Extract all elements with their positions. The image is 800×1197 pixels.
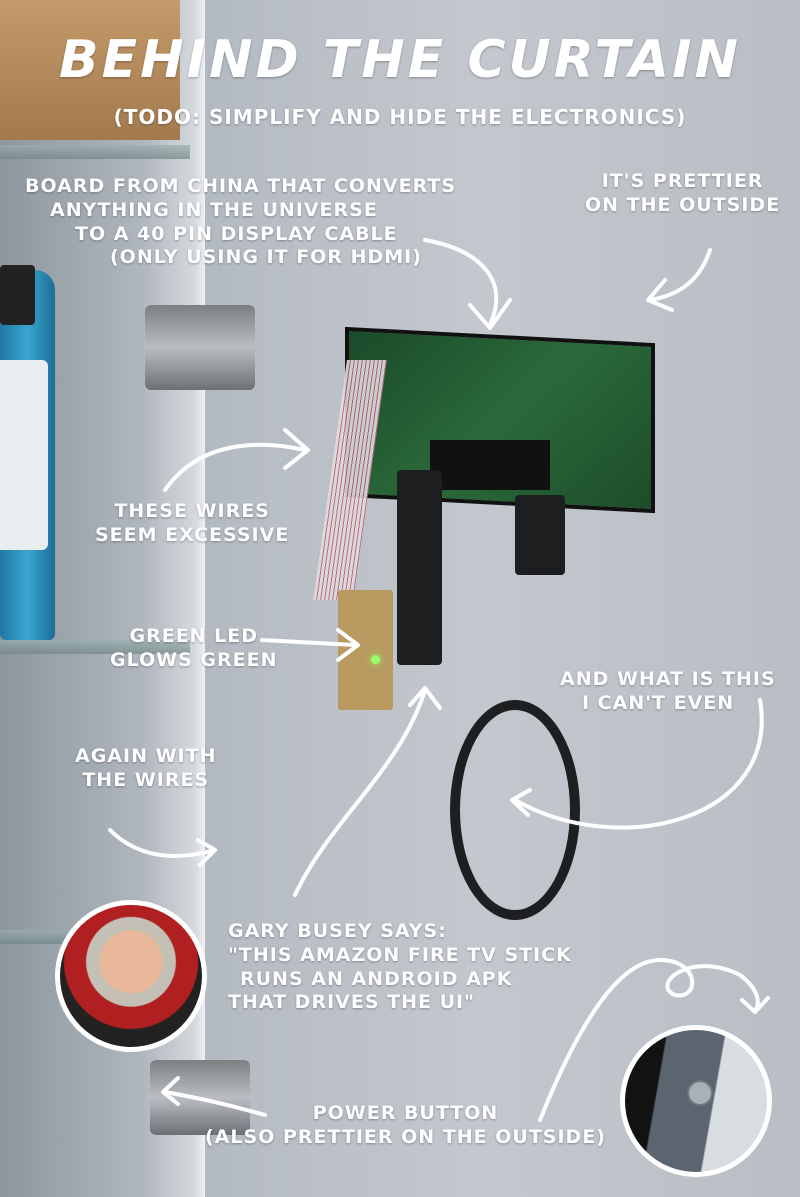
annotation-line: runs an Android APK — [240, 967, 513, 990]
annotation-led: Green LED glows green — [110, 625, 278, 673]
annotation-line: seem excessive — [95, 523, 290, 546]
annotation-prettier: It's prettier on the outside — [585, 170, 780, 218]
arrow-busey — [293, 686, 442, 897]
annotation-line: It's prettier — [601, 170, 764, 192]
glass-shelf — [0, 640, 190, 654]
annotation-again: Again with the wires — [75, 745, 216, 793]
arrow-wires — [163, 428, 310, 492]
annotation-line: I can't even — [582, 691, 735, 714]
annotation-line: Green LED — [129, 625, 259, 647]
bottle-cap — [0, 265, 35, 325]
arrow-again — [108, 828, 217, 867]
page-subtitle: (TODO: simplify and hide the electronics… — [113, 105, 687, 129]
annotation-busey: Gary Busey says: "This Amazon Fire TV st… — [228, 920, 572, 1015]
glass-shelf — [0, 145, 190, 159]
arrow-led — [260, 628, 360, 662]
annotation-line: (also prettier on the outside) — [205, 1125, 606, 1148]
annotation-what: And what is this I can't even — [560, 668, 776, 716]
power-button — [687, 1080, 713, 1106]
annotation-line: Again with — [75, 745, 217, 767]
av-ports — [430, 440, 550, 490]
annotation-line: the wires — [82, 768, 210, 791]
arrow-what — [510, 698, 764, 830]
page-title: Behind the Curtain — [58, 30, 742, 90]
green-led — [371, 655, 380, 664]
annotation-line: that drives the UI" — [228, 991, 475, 1014]
annotation-line: "This Amazon Fire TV stick — [228, 943, 572, 966]
fire-tv-stick — [397, 470, 442, 665]
cabinet-top-items — [0, 0, 180, 140]
annotation-board: Board from China that converts anything … — [25, 175, 456, 270]
annotation-line: Gary Busey says: — [228, 920, 447, 942]
led-board — [338, 590, 393, 710]
annotation-line: (only using it for HDMI) — [110, 246, 422, 269]
cabinet-hinge — [145, 305, 255, 390]
bottle-label — [0, 360, 48, 550]
annotation-line: to a 40 pin display cable — [75, 222, 398, 245]
cable-coil — [450, 700, 580, 920]
arrow-board — [423, 238, 512, 330]
annotation-power: Power button (also prettier on the outsi… — [205, 1102, 606, 1150]
annotation-line: glows green — [110, 648, 278, 671]
annotation-line: anything in the universe — [50, 198, 378, 221]
annotation-wires: These wires seem excessive — [95, 500, 289, 548]
annotation-line: These wires — [114, 500, 270, 522]
arrow-power — [161, 1076, 267, 1117]
annotation-line: And what is this — [560, 668, 776, 690]
power-button-photo — [620, 1025, 772, 1177]
gary-busey-avatar — [55, 900, 207, 1052]
arrow-prettier — [646, 248, 712, 312]
arrow-button — [538, 958, 770, 1122]
power-adapter — [515, 495, 565, 575]
annotation-line: Board from China that converts — [25, 175, 457, 197]
annotation-line: Power button — [312, 1102, 499, 1124]
annotation-line: on the outside — [585, 193, 781, 216]
